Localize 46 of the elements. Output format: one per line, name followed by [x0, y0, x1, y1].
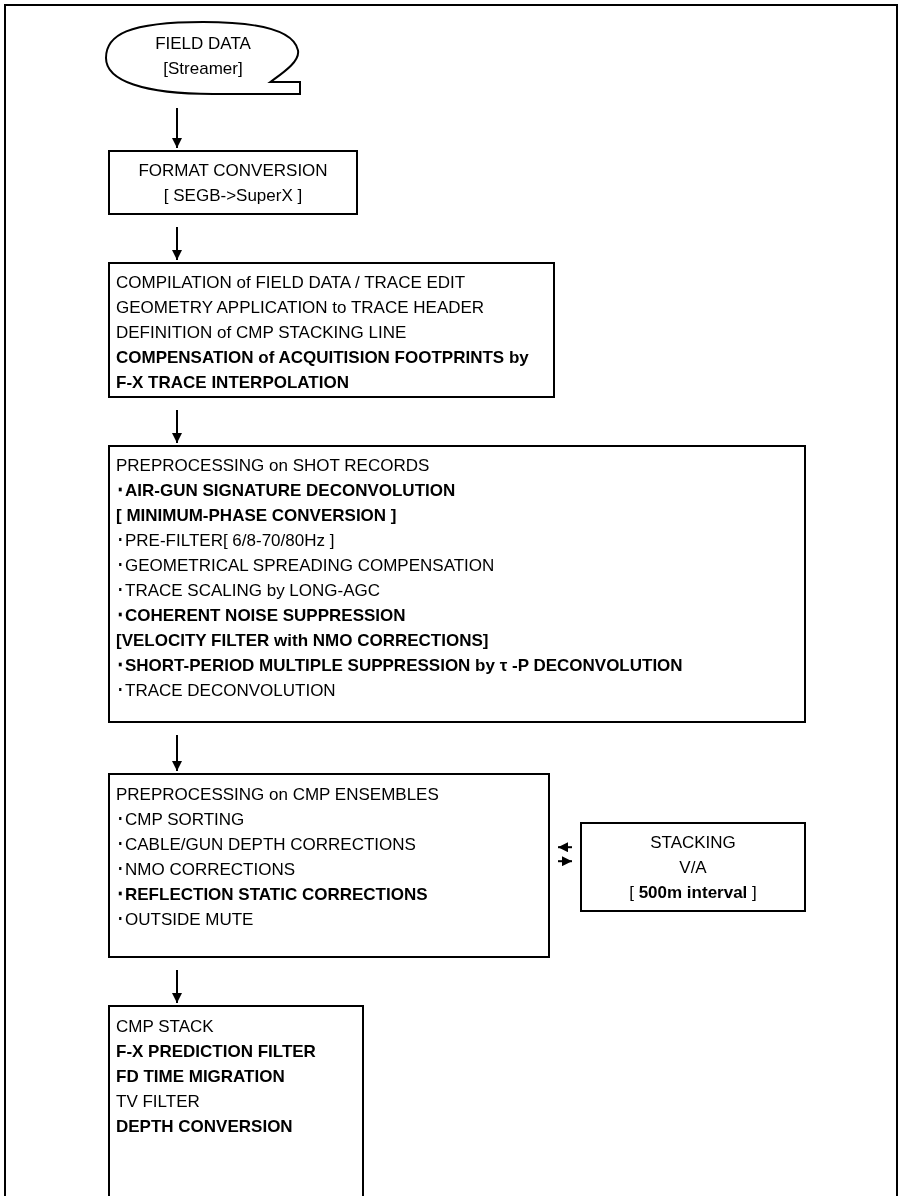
- step-text: FIELD DATA: [155, 33, 251, 55]
- step-text: ･GEOMETRICAL SPREADING COMPENSATION: [116, 555, 495, 577]
- arrow: [557, 842, 573, 853]
- process-box: [108, 150, 358, 215]
- step-text: STACKING: [650, 831, 736, 854]
- arrow: [557, 856, 573, 867]
- arrow: [172, 409, 182, 444]
- step-text: [ 500m interval ]: [629, 881, 757, 904]
- step-text: DEPTH CONVERSION: [116, 1116, 293, 1138]
- step-text: ･SHORT-PERIOD MULTIPLE SUPPRESSION by τ -P DECONVOLUTION: [116, 655, 683, 677]
- step-text: TV FILTER: [116, 1091, 200, 1113]
- process-box: [580, 822, 806, 912]
- step-text: [ SEGB->SuperX ]: [163, 184, 303, 207]
- process-box: [108, 445, 806, 723]
- process-box: [108, 773, 550, 958]
- step-text: COMPILATION of FIELD DATA / TRACE EDIT: [116, 272, 466, 294]
- step-text: [Streamer]: [163, 58, 243, 80]
- step-text: ･CMP SORTING: [116, 809, 245, 831]
- step-text: F-X PREDICTION FILTER: [116, 1041, 316, 1063]
- arrow: [172, 226, 182, 261]
- data-source-shape: [104, 20, 302, 96]
- process-box: [108, 1005, 364, 1196]
- step-text: ･REFLECTION STATIC CORRECTIONS: [116, 884, 428, 906]
- step-text: FD TIME MIGRATION: [116, 1066, 285, 1088]
- step-text: FORMAT CONVERSION: [138, 159, 328, 182]
- step-text: ･TRACE SCALING by LONG-AGC: [116, 580, 381, 602]
- step-text: GEOMETRY APPLICATION to TRACE HEADER: [116, 297, 485, 319]
- step-text: ･OUTSIDE MUTE: [116, 909, 254, 931]
- step-text: DEFINITION of CMP STACKING LINE: [116, 322, 407, 344]
- step-text: ･NMO CORRECTIONS: [116, 859, 295, 881]
- process-box: [108, 262, 555, 398]
- step-text: ･TRACE DECONVOLUTION: [116, 680, 336, 702]
- step-text: PREPROCESSING on SHOT RECORDS: [116, 455, 430, 477]
- step-text: V/A: [679, 856, 707, 879]
- arrow: [172, 734, 182, 772]
- arrow: [172, 107, 182, 149]
- step-text: PREPROCESSING on CMP ENSEMBLES: [116, 784, 439, 806]
- step-text: CMP STACK: [116, 1016, 214, 1038]
- step-text: [VELOCITY FILTER with NMO CORRECTIONS]: [116, 630, 489, 652]
- step-text: ･AIR-GUN SIGNATURE DECONVOLUTION: [116, 480, 456, 502]
- arrow: [172, 969, 182, 1004]
- step-text: ･PRE-FILTER[ 6/8-70/80Hz ]: [116, 530, 335, 552]
- step-text: ･COHERENT NOISE SUPPRESSION: [116, 605, 406, 627]
- step-text: ･CABLE/GUN DEPTH CORRECTIONS: [116, 834, 416, 856]
- step-text: [ MINIMUM-PHASE CONVERSION ]: [116, 505, 397, 527]
- step-text: COMPENSATION of ACQUITISION FOOTPRINTS by F-X TRACE INTERPOLATION: [116, 347, 530, 394]
